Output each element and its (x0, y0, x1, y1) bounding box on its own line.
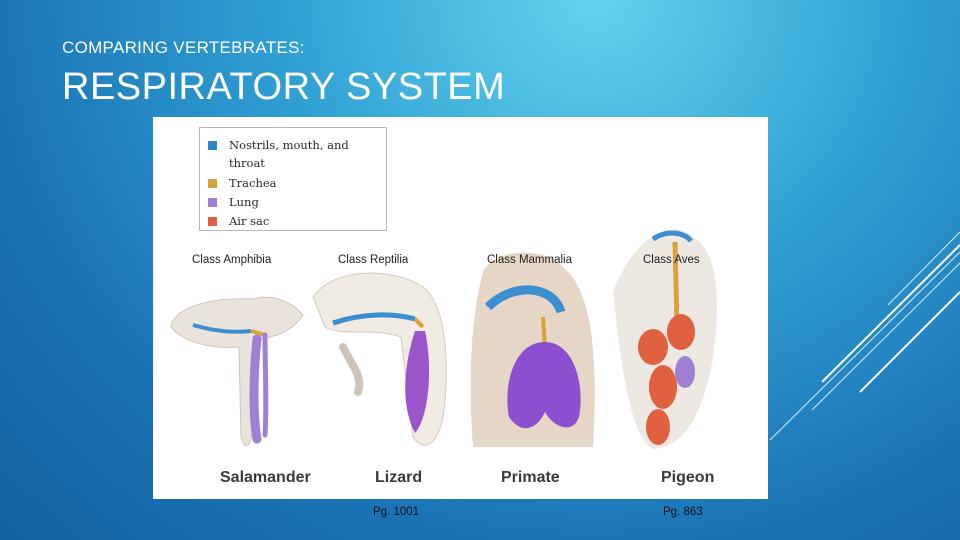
legend-label: Lung (229, 195, 259, 209)
pigeon-illustration (613, 229, 717, 449)
legend-swatch (208, 216, 217, 226)
page-reference-right: Pg. 863 (663, 506, 703, 518)
respiratory-diagram: Nostrils, mouth, and throat Trachea Lung… (153, 117, 768, 499)
salamander-label: Salamander (220, 469, 311, 486)
illustration (170, 229, 717, 449)
legend-label: throat (229, 156, 265, 170)
legend-swatch (208, 197, 217, 207)
legend-swatch (208, 178, 217, 188)
slide-subtitle: COMPARING VERTEBRATES: (62, 38, 305, 57)
legend-item-lung: Lung (208, 193, 259, 211)
primate-illustration (470, 252, 595, 447)
legend-item-air-sac: Air sac (208, 212, 269, 230)
class-amphibia-label: Class Amphibia (192, 254, 272, 266)
class-aves-label: Class Aves (643, 254, 700, 266)
legend-label: Nostrils, mouth, and (229, 138, 349, 152)
legend-item-trachea: Trachea (208, 174, 277, 192)
class-mammalia-label: Class Mammalia (487, 254, 572, 266)
legend-item-nostrils-continued: throat (229, 154, 265, 172)
legend-label: Trachea (229, 176, 277, 190)
page-reference-left: Pg. 1001 (373, 506, 420, 518)
slide-title: RESPIRATORY SYSTEM (62, 66, 506, 108)
legend-swatch (208, 140, 217, 150)
legend-label: Air sac (229, 214, 270, 228)
legend-item-nostrils: Nostrils, mouth, and (208, 136, 349, 154)
lizard-label: Lizard (375, 469, 423, 486)
primate-label: Primate (501, 469, 560, 486)
pigeon-label: Pigeon (661, 469, 715, 486)
lizard-illustration (312, 272, 447, 446)
legend-box: Nostrils, mouth, and throat Trachea Lung… (199, 127, 387, 231)
class-reptilia-label: Class Reptilia (338, 254, 409, 266)
salamander-illustration (170, 296, 304, 447)
